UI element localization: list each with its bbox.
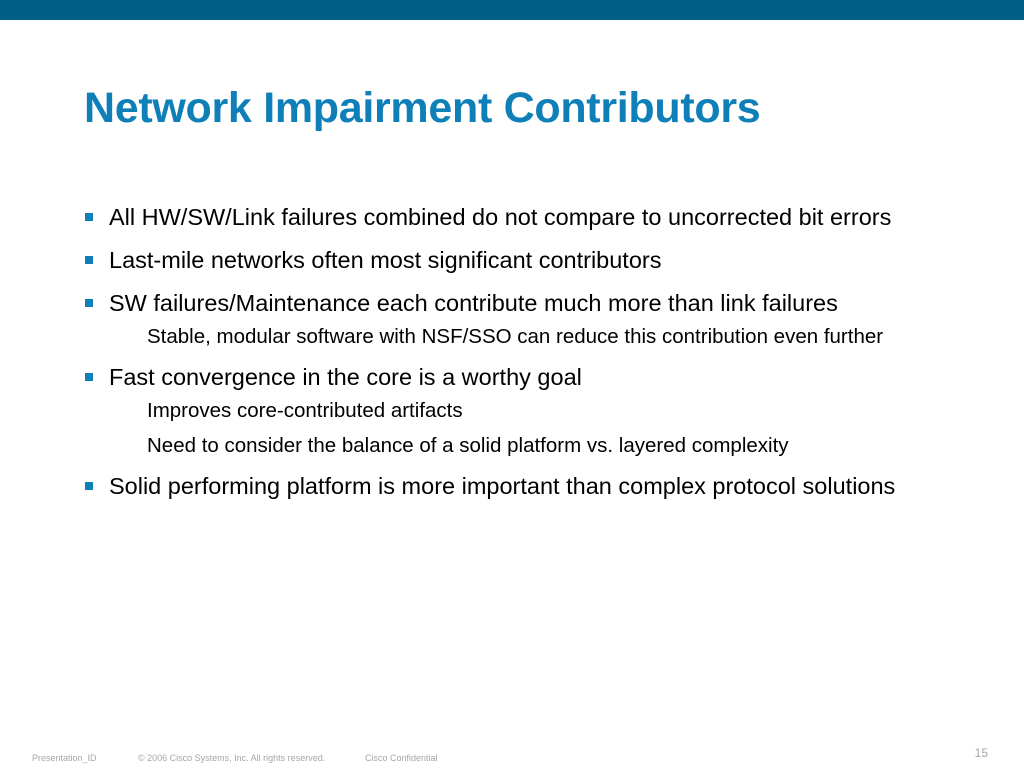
confidential-label: Cisco Confidential xyxy=(365,753,438,763)
bullet-text: All HW/SW/Link failures combined do not … xyxy=(109,204,892,230)
bullet-item: Last-mile networks often most significan… xyxy=(80,246,980,275)
bullet-text: Solid performing platform is more import… xyxy=(109,473,896,499)
bullet-item: Solid performing platform is more import… xyxy=(80,472,980,501)
square-bullet-icon xyxy=(85,482,93,490)
slide-title: Network Impairment Contributors xyxy=(84,84,761,132)
square-bullet-icon xyxy=(85,373,93,381)
bullet-text: Fast convergence in the core is a worthy… xyxy=(109,364,582,390)
bullet-item: SW failures/Maintenance each contribute … xyxy=(80,289,980,349)
header-bar xyxy=(0,0,1024,20)
sub-bullet-item: Need to consider the balance of a solid … xyxy=(147,434,789,457)
sub-bullet-list: Improves core-contributed artifacts Need… xyxy=(147,398,980,458)
bullet-item: All HW/SW/Link failures combined do not … xyxy=(80,203,980,232)
bullet-text: Last-mile networks often most significan… xyxy=(109,247,662,273)
square-bullet-icon xyxy=(85,299,93,307)
square-bullet-icon xyxy=(85,256,93,264)
sub-bullet-item: Stable, modular software with NSF/SSO ca… xyxy=(147,325,884,348)
bullet-list: All HW/SW/Link failures combined do not … xyxy=(80,203,980,515)
bullet-text: SW failures/Maintenance each contribute … xyxy=(109,290,838,316)
sub-bullet-item: Improves core-contributed artifacts xyxy=(147,399,463,422)
bullet-item: Fast convergence in the core is a worthy… xyxy=(80,363,980,458)
slide-footer: Presentation_ID © 2006 Cisco Systems, In… xyxy=(0,746,1024,766)
square-bullet-icon xyxy=(85,213,93,221)
page-number: 15 xyxy=(974,746,988,760)
copyright-notice: © 2006 Cisco Systems, Inc. All rights re… xyxy=(138,753,326,763)
sub-bullet-list: Stable, modular software with NSF/SSO ca… xyxy=(147,324,980,349)
presentation-id: Presentation_ID xyxy=(32,753,97,763)
